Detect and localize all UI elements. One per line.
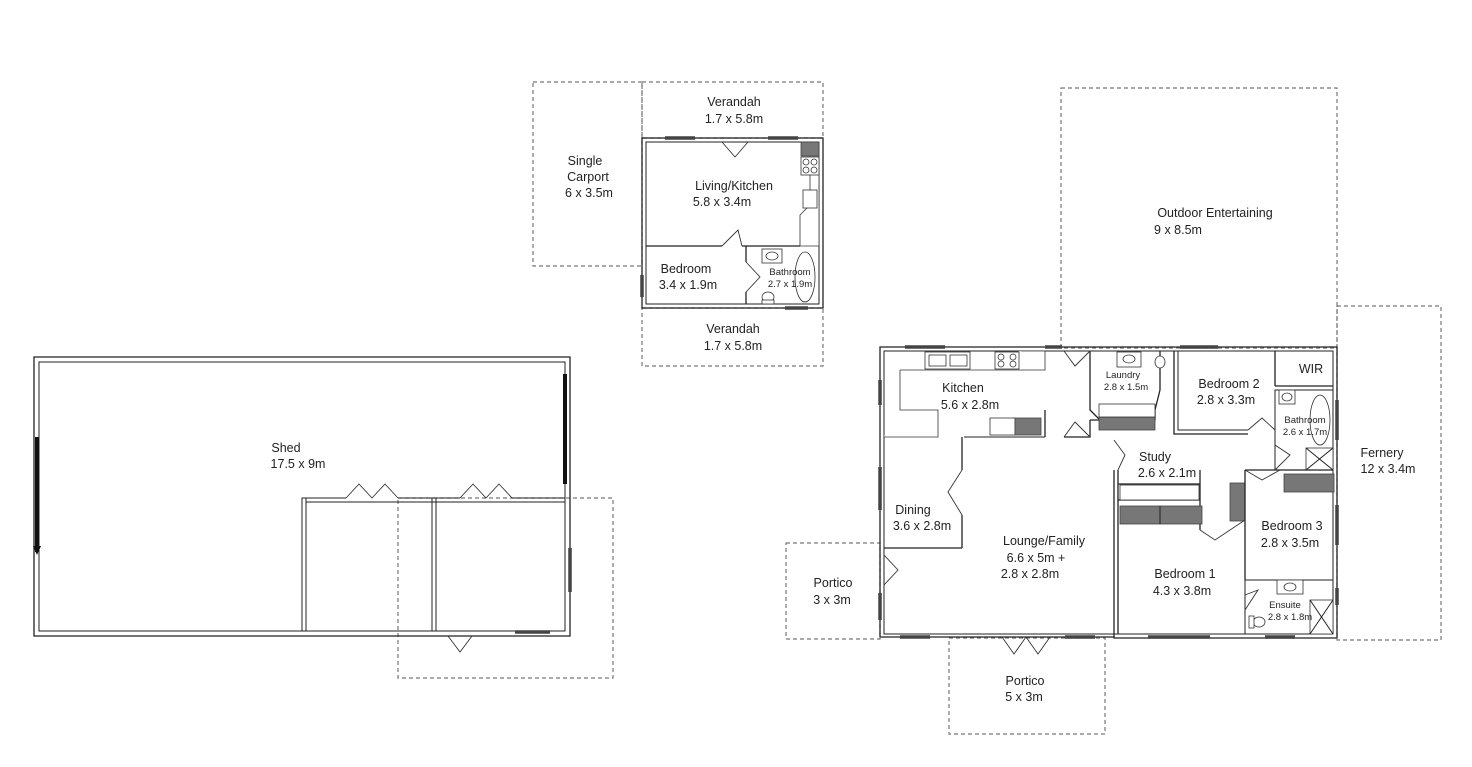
bathroom-size: 2.6 x 1.7m	[1283, 427, 1327, 438]
granny-flat	[532, 81, 824, 367]
outdoor-entertaining-label: Outdoor Entertaining	[1157, 206, 1272, 220]
bedroom3-size: 2.8 x 3.5m	[1261, 536, 1319, 550]
main-house	[785, 87, 1442, 735]
laundry-label: Laundry	[1106, 370, 1141, 381]
shed	[33, 356, 614, 679]
portico-front-size: 5 x 3m	[1005, 690, 1043, 704]
lounge-size-line2: 2.8 x 2.8m	[1001, 567, 1059, 581]
carport-area	[532, 81, 643, 267]
verandah-bottom-size: 1.7 x 5.8m	[704, 339, 762, 353]
ensuite-label: Ensuite	[1269, 600, 1301, 611]
shed-label: Shed	[271, 441, 300, 455]
verandah-top-label: Verandah	[707, 95, 761, 109]
outdoor-entertaining-size: 9 x 8.5m	[1154, 223, 1202, 237]
portico-left-size: 3 x 3m	[813, 593, 851, 607]
laundry-size: 2.8 x 1.5m	[1104, 382, 1148, 393]
study-label: Study	[1139, 450, 1172, 464]
bedroom2-label: Bedroom 2	[1198, 377, 1259, 391]
bedroom1-label: Bedroom 1	[1154, 567, 1215, 581]
study-size: 2.6 x 2.1m	[1138, 466, 1196, 480]
dining-label: Dining	[895, 503, 930, 517]
granny-flat-outer-wall	[641, 137, 824, 309]
fernery-size: 12 x 3.4m	[1361, 462, 1416, 476]
carport-size: 6 x 3.5m	[565, 186, 613, 200]
carport-label-line2: Carport	[567, 170, 609, 184]
verandah-top-size: 1.7 x 5.8m	[705, 112, 763, 126]
shed-size: 17.5 x 9m	[271, 457, 326, 471]
living-kitchen-label: Living/Kitchen	[695, 179, 773, 193]
portico-left-area	[785, 542, 881, 640]
house-outer-wall	[879, 346, 1338, 639]
bathroom-small-size: 2.7 x 1.9m	[768, 279, 812, 290]
bathroom-label: Bathroom	[1284, 415, 1325, 426]
bedroom2-size: 2.8 x 3.3m	[1197, 393, 1255, 407]
bedroom-small-label: Bedroom	[661, 262, 712, 276]
labels: Verandah 1.7 x 5.8m Single Carport 6 x 3…	[271, 95, 1416, 704]
bathroom-small-label: Bathroom	[769, 267, 810, 278]
shed-side-area	[397, 497, 614, 679]
verandah-bottom-label: Verandah	[706, 322, 760, 336]
kitchen-size: 5.6 x 2.8m	[941, 398, 999, 412]
lounge-size-line1: 6.6 x 5m +	[1007, 551, 1066, 565]
wir-label: WIR	[1299, 362, 1323, 376]
kitchen-label: Kitchen	[942, 381, 984, 395]
bedroom3-label: Bedroom 3	[1261, 519, 1322, 533]
verandah-bottom-area	[641, 307, 824, 367]
verandah-top-area	[641, 81, 824, 139]
fernery-label: Fernery	[1360, 446, 1404, 460]
bedroom-small-size: 3.4 x 1.9m	[659, 278, 717, 292]
lounge-label: Lounge/Family	[1003, 534, 1086, 548]
ensuite-size: 2.8 x 1.8m	[1268, 612, 1312, 623]
carport-label-line1: Single	[568, 154, 603, 168]
dining-size: 3.6 x 2.8m	[893, 519, 951, 533]
living-kitchen-size: 5.8 x 3.4m	[693, 195, 751, 209]
shed-outer-wall	[33, 356, 571, 637]
portico-left-label: Portico	[814, 576, 853, 590]
bedroom1-size: 4.3 x 3.8m	[1153, 584, 1211, 598]
portico-front-label: Portico	[1006, 674, 1045, 688]
